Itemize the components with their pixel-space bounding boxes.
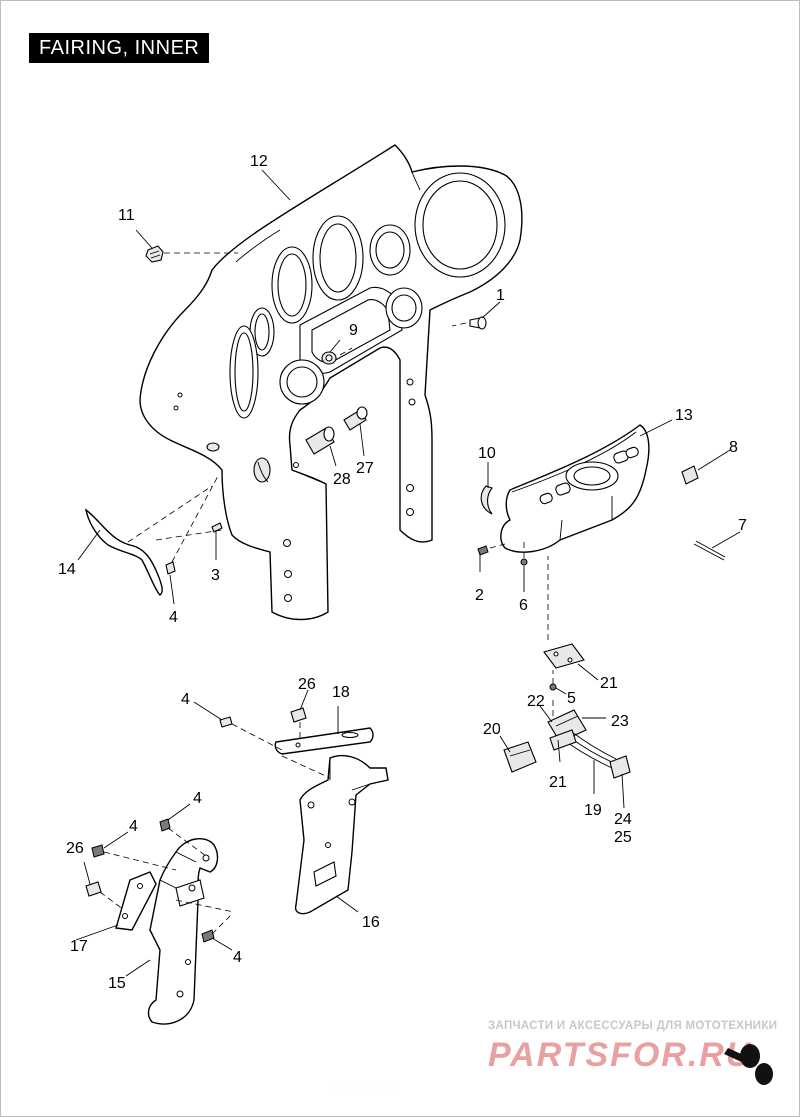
callout-4-left: 4 — [129, 818, 138, 835]
footer-code: · · · · · · · · · · · · · · · · · — [330, 1085, 401, 1092]
callout-4-bottom: 4 — [233, 949, 242, 966]
connector-part-27 — [343, 406, 368, 431]
callout-27: 27 — [356, 460, 374, 477]
callout-10: 10 — [478, 445, 496, 462]
watermark-logo: PARTSFOR.RU — [488, 1036, 773, 1085]
screw-part-4-bottom — [201, 929, 215, 943]
watermark-caption: ЗАПЧАСТИ И АКСЕССУАРЫ ДЛЯ МОТОТЕХНИКИ — [488, 1020, 778, 1032]
seal-part-14 — [84, 508, 163, 596]
nut-part-5 — [549, 683, 557, 691]
bracket-part-15 — [147, 837, 219, 1025]
connector-part-24 — [609, 755, 631, 779]
bracket-part-16 — [294, 754, 389, 915]
watermark-logo-text: PARTSFOR.RU — [488, 1036, 752, 1074]
switch-part-20 — [503, 741, 537, 773]
callout-19: 19 — [584, 802, 602, 819]
callout-26-upper: 26 — [298, 676, 316, 693]
callout-15: 15 — [108, 975, 126, 992]
callout-12: 12 — [250, 153, 268, 170]
connector-part-28 — [305, 426, 335, 455]
diagram-title: FAIRING, INNER — [29, 33, 210, 63]
screw-part-4-upper — [165, 561, 176, 575]
bracket-part-18 — [274, 727, 374, 755]
callout-11: 11 — [118, 207, 135, 224]
piston-icon — [724, 1044, 773, 1085]
nut-part-26-upper — [290, 707, 307, 723]
nut-part-26-lower — [85, 881, 102, 897]
callout-1: 1 — [496, 287, 505, 304]
callout-17: 17 — [70, 938, 88, 955]
clip-part-8 — [681, 465, 699, 485]
screw-part-4-left — [91, 844, 105, 858]
callout-14: 14 — [58, 561, 76, 578]
plug-part-9 — [321, 351, 337, 365]
nut-part-11 — [145, 245, 164, 263]
inner-fairing-part-12 — [139, 144, 523, 621]
screw-part-3 — [211, 522, 223, 533]
nut-part-6 — [520, 558, 528, 566]
bracket-part-17 — [115, 871, 157, 931]
screw-part-4-top — [159, 818, 171, 832]
callout-6: 6 — [519, 597, 528, 614]
tie-part-7 — [693, 540, 726, 561]
callout-leader-lines — [75, 169, 741, 977]
screw-part-2 — [477, 545, 489, 556]
callout-18: 18 — [332, 684, 350, 701]
callout-8: 8 — [729, 439, 738, 456]
callout-21-lower: 21 — [549, 774, 567, 791]
switch-plate-part-21-upper — [543, 643, 585, 669]
callout-25: 25 — [614, 829, 632, 846]
callout-7: 7 — [738, 517, 747, 534]
grommet-part-10 — [480, 485, 493, 515]
callout-3: 3 — [211, 567, 220, 584]
callout-5: 5 — [567, 690, 576, 707]
callout-24: 24 — [614, 811, 632, 828]
callout-4-fairing: 4 — [169, 609, 178, 626]
plate-part-21-lower — [549, 729, 577, 751]
switch-panel-part-13 — [500, 424, 650, 553]
callout-4-top: 4 — [193, 790, 202, 807]
callout-numbers: 1 2 3 4 4 4 4 4 5 6 7 8 9 10 11 12 13 14… — [58, 153, 747, 992]
assembly-guide-lines — [99, 252, 554, 935]
callout-23: 23 — [611, 713, 629, 730]
callout-20: 20 — [483, 721, 501, 738]
callout-4-bracket: 4 — [181, 691, 190, 708]
callout-9: 9 — [349, 322, 358, 339]
callout-13: 13 — [675, 407, 693, 424]
callout-2: 2 — [475, 587, 484, 604]
screw-part-4-bracket — [219, 716, 233, 728]
pushpin-part-1 — [469, 316, 487, 330]
callout-22: 22 — [527, 693, 545, 710]
callout-16: 16 — [362, 914, 380, 931]
callout-28: 28 — [333, 471, 351, 488]
callout-21-upper: 21 — [600, 675, 618, 692]
callout-26-lower: 26 — [66, 840, 84, 857]
